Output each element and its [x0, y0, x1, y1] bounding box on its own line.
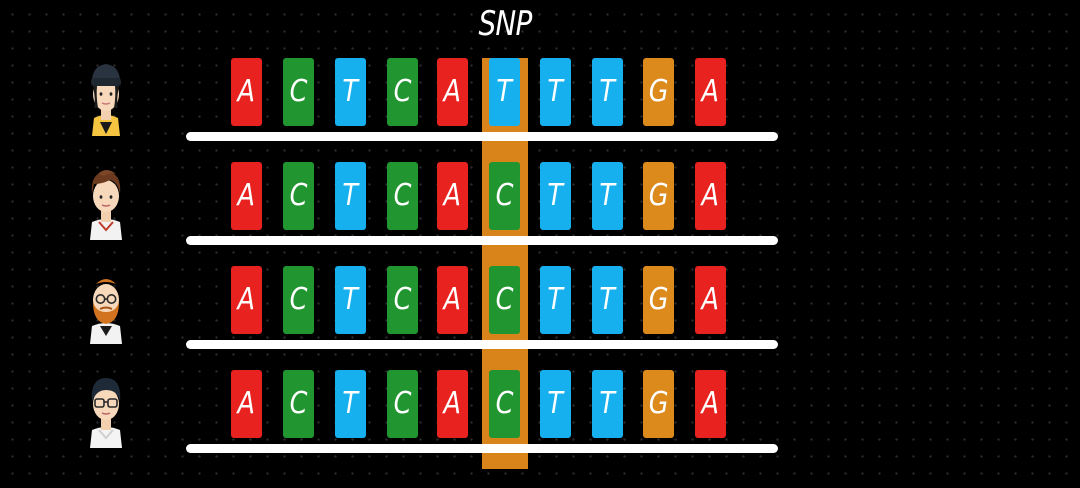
base-t: T — [540, 162, 571, 230]
dna-row-4: A C T C A C T T G A — [0, 366, 1080, 470]
base-t: T — [540, 370, 571, 438]
base-t: T — [335, 58, 366, 126]
base-t: T — [335, 370, 366, 438]
base-t: T — [592, 58, 623, 126]
base-a: A — [695, 370, 726, 438]
man-with-brown-hair-icon — [80, 160, 132, 240]
base-t: T — [335, 266, 366, 334]
base-a: A — [437, 370, 468, 438]
snp-title: SNP — [464, 0, 546, 48]
dna-strand-line — [186, 132, 778, 141]
base-a: A — [437, 266, 468, 334]
dna-strand-line — [186, 340, 778, 349]
base-t: T — [592, 266, 623, 334]
snp-base-c: C — [489, 266, 520, 334]
base-g: G — [643, 58, 674, 126]
base-t: T — [540, 266, 571, 334]
base-t: T — [592, 370, 623, 438]
base-a: A — [231, 162, 262, 230]
base-a: A — [231, 266, 262, 334]
base-t: T — [540, 58, 571, 126]
base-a: A — [695, 162, 726, 230]
base-a: A — [437, 58, 468, 126]
dna-row-3: A C T C A C T T G A — [0, 262, 1080, 366]
base-t: T — [592, 162, 623, 230]
base-c: C — [283, 370, 314, 438]
base-c: C — [387, 370, 418, 438]
base-a: A — [437, 162, 468, 230]
dna-strand-line — [186, 444, 778, 453]
woman-with-beanie-icon — [80, 56, 132, 136]
base-g: G — [643, 162, 674, 230]
base-a: A — [695, 266, 726, 334]
snp-base-t: T — [489, 58, 520, 126]
base-g: G — [643, 370, 674, 438]
dna-row-1: A C T C A T T T G A — [0, 54, 1080, 158]
base-a: A — [231, 58, 262, 126]
base-a: A — [231, 370, 262, 438]
base-t: T — [335, 162, 366, 230]
base-c: C — [283, 162, 314, 230]
base-c: C — [283, 266, 314, 334]
base-c: C — [283, 58, 314, 126]
base-c: C — [387, 58, 418, 126]
snp-base-c: C — [489, 162, 520, 230]
snp-base-c: C — [489, 370, 520, 438]
base-c: C — [387, 162, 418, 230]
dna-strand-line — [186, 236, 778, 245]
man-with-glasses-icon — [80, 368, 132, 448]
base-g: G — [643, 266, 674, 334]
base-a: A — [695, 58, 726, 126]
base-c: C — [387, 266, 418, 334]
dna-row-2: A C T C A C T T G A — [0, 158, 1080, 262]
bearded-man-with-glasses-icon — [80, 264, 132, 344]
